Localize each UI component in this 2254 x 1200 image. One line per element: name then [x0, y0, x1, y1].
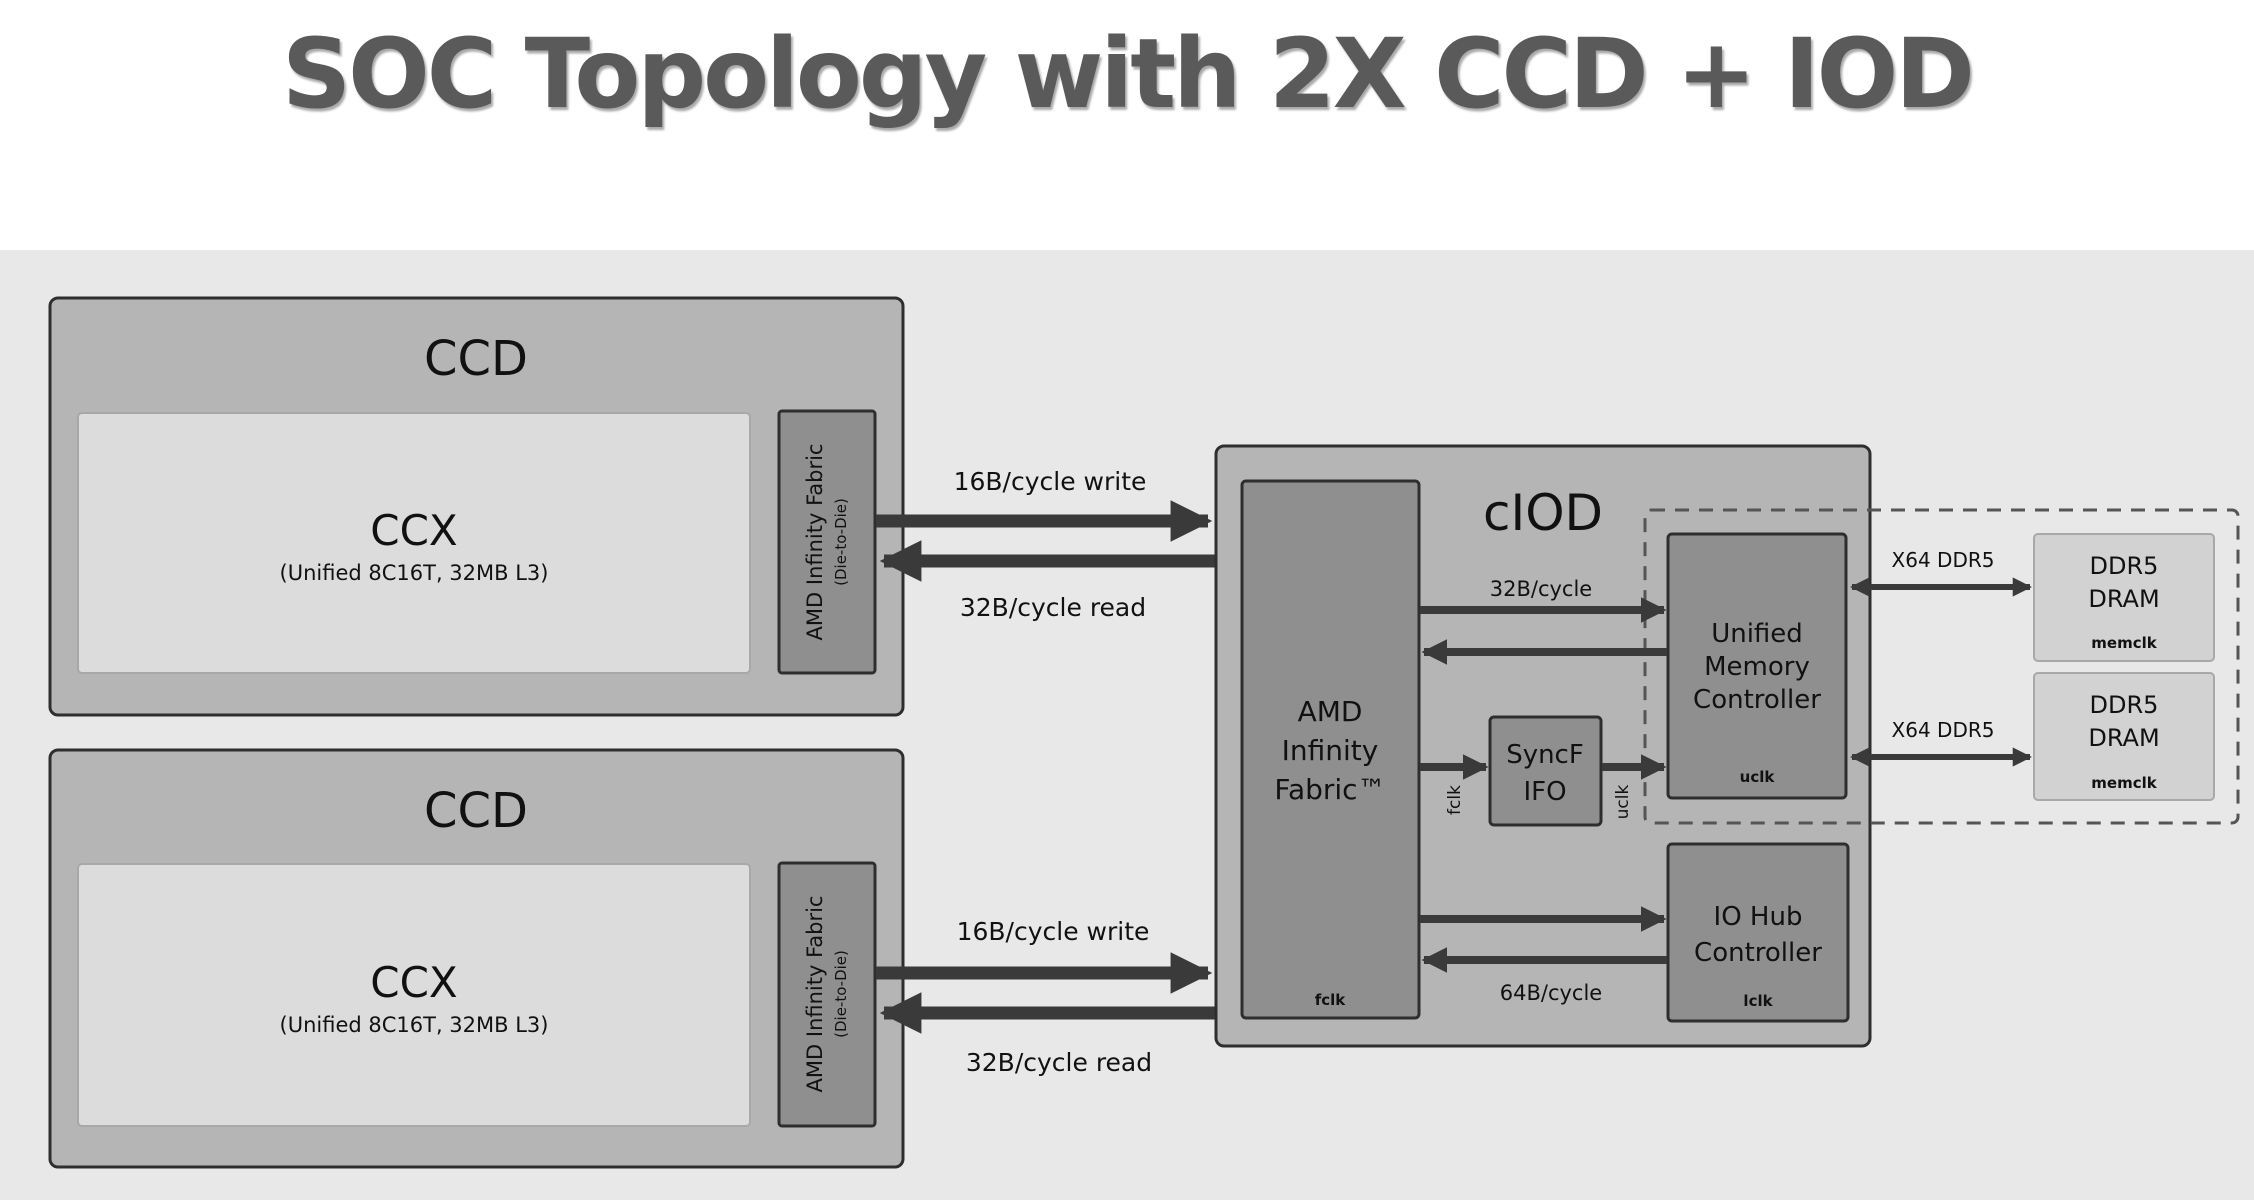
label-ddr-top: X64 DDR5 — [1892, 548, 1995, 572]
ccd-top-label: CCD — [424, 331, 528, 387]
syncfifo-block — [1488, 715, 1603, 827]
ccx-bottom-sub: (Unified 8C16T, 32MB L3) — [280, 1013, 549, 1037]
ciod-label: cIOD — [1483, 484, 1603, 542]
ccd-links: 16B/cycle write 32B/cycle read 16B/cycle… — [876, 467, 1216, 1077]
dram-top-line2: DRAM — [2088, 585, 2159, 613]
infinity-fabric-line3: Fabric™ — [1274, 773, 1385, 806]
ccx-bottom-box — [77, 863, 751, 1127]
ccd-top: CCD CCX (Unified 8C16T, 32MB L3) AMD Inf… — [48, 296, 905, 717]
slide-title: SOC Topology with 2X CCD + IOD — [282, 18, 1975, 130]
ccx-top-label: CCX — [370, 506, 457, 555]
io-hub-line2: Controller — [1694, 938, 1822, 968]
uclk-side-label: uclk — [1613, 785, 1633, 820]
ccx-top-sub: (Unified 8C16T, 32MB L3) — [280, 561, 549, 585]
io-hub-clock: lclk — [1743, 992, 1773, 1010]
label-ddr-bottom: X64 DDR5 — [1892, 718, 1995, 742]
umc-line3: Controller — [1693, 685, 1821, 715]
umc-line1: Unified — [1711, 619, 1803, 649]
dram-channels: DDR5 DRAM memclk DDR5 DRAM memclk X64 DD… — [1850, 533, 2215, 801]
syncfifo-line2: IFO — [1523, 777, 1566, 807]
label-top-write: 16B/cycle write — [954, 467, 1147, 496]
fabric-d2d-top-label: AMD Infinity Fabric — [803, 444, 827, 641]
syncfifo-line1: SyncF — [1506, 740, 1584, 770]
dram-bottom-line1: DDR5 — [2090, 691, 2159, 719]
fabric-d2d-bottom — [777, 861, 877, 1128]
dram-bottom-clock: memclk — [2091, 774, 2157, 792]
label-bottom-write: 16B/cycle write — [957, 917, 1150, 946]
fabric-d2d-bottom-sub: (Die-to-Die) — [832, 950, 850, 1038]
dram-top-clock: memclk — [2091, 634, 2157, 652]
dram-box-bottom — [2033, 672, 2215, 801]
umc-clock: uclk — [1740, 768, 1776, 786]
umc-block — [1666, 532, 1848, 800]
label-top-read: 32B/cycle read — [960, 593, 1146, 622]
fabric-d2d-top-sub: (Die-to-Die) — [832, 498, 850, 586]
infinity-fabric-clock: fclk — [1315, 991, 1347, 1009]
fabric-d2d-bottom-label: AMD Infinity Fabric — [803, 896, 827, 1093]
ccx-bottom-label: CCX — [370, 958, 457, 1007]
ciod: cIOD AMD Infinity Fabric™ fclk SyncF IFO… — [1214, 444, 2240, 1048]
memory-subsystem-boundary — [1643, 508, 2240, 825]
label-umc-bw: 32B/cycle — [1490, 577, 1592, 601]
infinity-fabric-block — [1240, 479, 1421, 1020]
io-hub-line1: IO Hub — [1714, 902, 1803, 932]
infinity-fabric-line2: Infinity — [1282, 734, 1379, 767]
infinity-fabric-line1: AMD — [1298, 695, 1363, 728]
label-io-bw: 64B/cycle — [1500, 981, 1602, 1005]
ccx-top-box — [77, 412, 751, 674]
umc-line2: Memory — [1704, 652, 1810, 682]
dram-box-top — [2033, 533, 2215, 662]
dram-bottom-line2: DRAM — [2088, 724, 2159, 752]
fclk-side-label: fclk — [1445, 785, 1465, 815]
label-bottom-read: 32B/cycle read — [966, 1048, 1152, 1077]
io-hub-block — [1666, 842, 1850, 1023]
ccd-bottom: CCD CCX (Unified 8C16T, 32MB L3) AMD Inf… — [48, 748, 905, 1169]
fabric-d2d-top — [777, 409, 877, 675]
dram-top-line1: DDR5 — [2090, 552, 2159, 580]
ccd-bottom-label: CCD — [424, 783, 528, 839]
